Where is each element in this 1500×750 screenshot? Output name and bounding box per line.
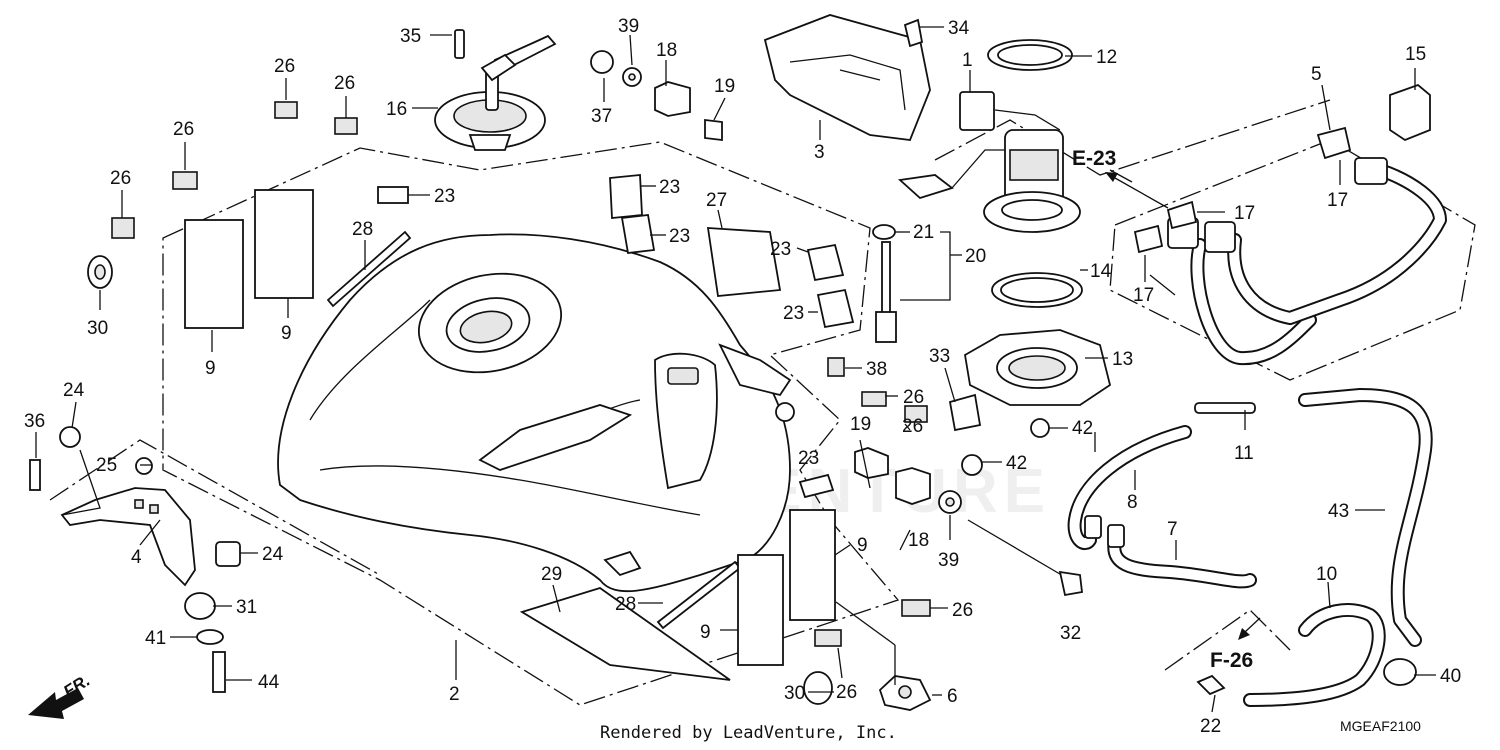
callout-21: 21 [913, 222, 934, 243]
callout-26d: 26 [110, 168, 131, 189]
callout-5: 5 [1311, 64, 1322, 85]
callout-24b: 24 [262, 544, 284, 565]
callout-1: 1 [962, 50, 973, 71]
callout-9b: 9 [281, 323, 292, 344]
callout-19a: 19 [714, 76, 735, 97]
callout-33: 33 [929, 346, 950, 367]
callout-18b: 18 [908, 530, 929, 551]
callout-15: 15 [1405, 44, 1426, 65]
leader-lines [35, 26, 1436, 713]
callout-23f: 23 [798, 448, 819, 469]
fuel-cap-assembly [434, 29, 557, 151]
diagram-code: MGEAF2100 [1340, 718, 1421, 734]
callout-23a: 23 [434, 186, 455, 207]
callout-26g: 26 [952, 600, 973, 621]
callout-8: 8 [1127, 492, 1138, 513]
long-bolt [967, 519, 1083, 597]
callout-22: 22 [1200, 716, 1221, 737]
callout-17a: 17 [1327, 190, 1348, 211]
callout-9d: 9 [857, 535, 868, 556]
callout-23c: 23 [669, 226, 690, 247]
callout-35: 35 [400, 26, 421, 47]
callout-38: 38 [866, 359, 887, 380]
guard-plate [763, 14, 931, 141]
callout-43: 43 [1328, 501, 1349, 522]
cushion-pads [184, 174, 855, 681]
callout-34: 34 [948, 18, 970, 39]
callout-41: 41 [145, 628, 166, 649]
callout-42a: 42 [1072, 418, 1093, 439]
callout-39a: 39 [618, 16, 639, 37]
reference-arrows [1105, 172, 1261, 640]
callout-7: 7 [1167, 519, 1178, 540]
callout-26h: 26 [836, 682, 857, 703]
callout-numbers: 1 2 3 4 5 6 7 8 9 9 9 9 10 11 12 13 14 1… [24, 16, 1461, 737]
callout-32: 32 [1060, 623, 1081, 644]
callout-14: 14 [1090, 261, 1112, 282]
callout-17c: 17 [1133, 285, 1154, 306]
bracket [60, 487, 196, 587]
callout-4: 4 [131, 547, 142, 568]
callout-10: 10 [1316, 564, 1337, 585]
footer-text: Rendered by LeadVenture, Inc. [600, 723, 897, 743]
callout-26c: 26 [173, 119, 194, 140]
callout-23b: 23 [659, 177, 680, 198]
callout-11: 11 [1234, 443, 1254, 464]
callout-9a: 9 [205, 358, 216, 379]
callout-23e: 23 [783, 303, 804, 324]
callout-9c: 9 [700, 622, 711, 643]
callout-39b: 39 [938, 550, 959, 571]
callout-6: 6 [947, 686, 958, 707]
callout-23d: 23 [770, 239, 791, 260]
callout-13: 13 [1112, 349, 1133, 370]
callout-26b: 26 [334, 73, 355, 94]
front-direction-arrow: FR. [28, 671, 93, 719]
callout-2: 2 [449, 684, 460, 705]
fuel-hoses [1067, 126, 1447, 707]
callout-16: 16 [386, 99, 407, 120]
callout-19b: 19 [850, 414, 871, 435]
callout-26f: 26 [902, 416, 923, 437]
callout-24a: 24 [63, 380, 85, 401]
callout-36: 36 [24, 411, 45, 432]
callout-30a: 30 [87, 318, 108, 339]
fuel-tank [277, 233, 795, 593]
fuel-pump-assembly [897, 39, 1112, 406]
reference-e23: E-23 [1072, 147, 1116, 170]
small-fasteners [29, 18, 1431, 711]
callout-37: 37 [591, 106, 612, 127]
callout-26e: 26 [903, 387, 924, 408]
callout-40: 40 [1440, 666, 1461, 687]
callout-31: 31 [236, 597, 257, 618]
callout-28b: 28 [615, 594, 636, 615]
callout-27: 27 [706, 190, 727, 211]
callout-28a: 28 [352, 219, 373, 240]
callout-25: 25 [96, 455, 117, 476]
callout-30b: 30 [784, 683, 805, 704]
callout-17b: 17 [1234, 203, 1255, 224]
callout-29: 29 [541, 564, 562, 585]
reference-f26: F-26 [1210, 649, 1253, 672]
callout-20: 20 [965, 246, 986, 267]
callout-18a: 18 [656, 40, 677, 61]
callout-3: 3 [814, 142, 825, 163]
callout-12: 12 [1096, 47, 1117, 68]
callout-44: 44 [258, 672, 280, 693]
callout-42b: 42 [1006, 453, 1027, 474]
callout-26a: 26 [274, 56, 295, 77]
